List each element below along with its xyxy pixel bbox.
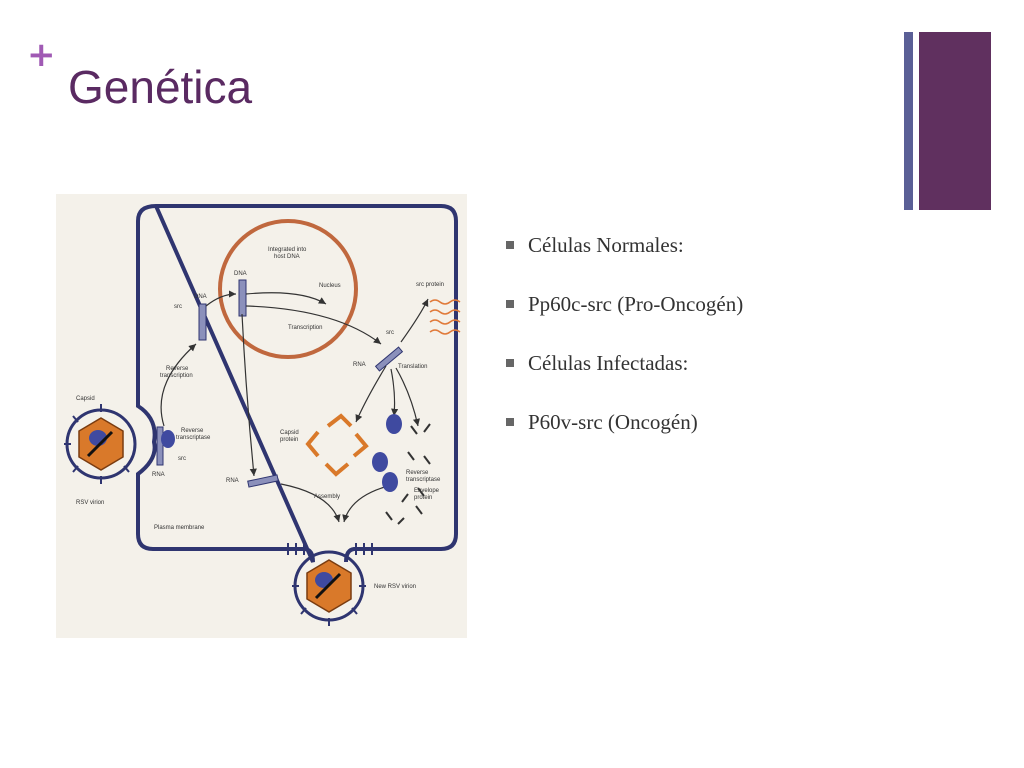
label-dna-top: DNA bbox=[234, 271, 247, 277]
label-rna-low: RNA bbox=[152, 472, 165, 478]
rsv-virion-new bbox=[292, 550, 366, 626]
label-rna-bottom: RNA bbox=[226, 478, 239, 484]
dna-strand-left bbox=[198, 303, 207, 341]
label-rsv-virion: RSV virion bbox=[76, 500, 104, 506]
label-reverse-transcription-2: transcription bbox=[160, 373, 193, 379]
label-plasma-membrane: Plasma membrane bbox=[154, 525, 205, 531]
bullet-item: Pp60c-src (Pro-Oncogén) bbox=[506, 287, 743, 346]
label-capsid-protein-2: protein bbox=[280, 437, 298, 443]
pathway-arrows bbox=[160, 290, 429, 523]
label-rna-mid: RNA bbox=[353, 362, 366, 368]
label-new-rsv-virion: New RSV virion bbox=[374, 584, 416, 590]
bullet-square-icon bbox=[506, 418, 514, 426]
bullet-item: P60v-src (Oncogén) bbox=[506, 405, 743, 464]
envelope-protein-dashes bbox=[385, 423, 431, 525]
rna-strand-mid bbox=[374, 346, 404, 372]
label-integrated-1: Integrated into bbox=[268, 247, 307, 253]
label-reverse-transcriptase-mid-2: transcriptase bbox=[176, 435, 211, 441]
rsv-lifecycle-svg: Integrated into host DNA Nucleus DNA DNA… bbox=[64, 203, 461, 626]
cell-membrane bbox=[136, 203, 458, 563]
bullet-list: Células Normales: Pp60c-src (Pro-Oncogén… bbox=[506, 228, 743, 464]
dna-strand-nucleus bbox=[238, 279, 247, 317]
label-envelope-protein-1: Envelope bbox=[414, 488, 440, 494]
label-assembly: Assembly bbox=[314, 494, 340, 500]
rna-strand-low bbox=[156, 426, 164, 466]
label-nucleus: Nucleus bbox=[319, 283, 341, 289]
accent-bar-thin bbox=[904, 32, 913, 210]
label-capsid-virion: Capsid bbox=[76, 396, 95, 402]
label-src-left: src bbox=[174, 304, 182, 310]
label-src-right: src bbox=[386, 330, 394, 336]
label-translation: Translation bbox=[398, 364, 427, 370]
label-dna-left: DNA bbox=[194, 294, 207, 300]
label-capsid-protein-1: Capsid bbox=[280, 430, 299, 436]
label-src-mid: src bbox=[178, 456, 186, 462]
rsv-lifecycle-diagram: Integrated into host DNA Nucleus DNA DNA… bbox=[56, 194, 467, 638]
bullet-text: Células Infectadas: bbox=[528, 351, 689, 375]
bullet-item: Células Normales: bbox=[506, 228, 743, 287]
label-reverse-transcription-1: Reverse bbox=[166, 366, 189, 372]
reverse-transcriptase-ovals bbox=[161, 414, 402, 492]
label-integrated-2: host DNA bbox=[274, 254, 300, 260]
bullet-text: Pp60c-src (Pro-Oncogén) bbox=[528, 292, 744, 316]
nucleus bbox=[218, 219, 358, 359]
bullet-square-icon bbox=[506, 359, 514, 367]
label-src-protein: src protein bbox=[416, 282, 444, 288]
bullet-item: Células Infectadas: bbox=[506, 346, 743, 405]
membrane-receptors bbox=[287, 543, 373, 555]
label-reverse-transcriptase-right-1: Reverse bbox=[406, 470, 429, 476]
src-protein-waves bbox=[429, 299, 461, 335]
capsid-protein-shapes bbox=[305, 413, 369, 477]
label-envelope-protein-2: protein bbox=[414, 495, 432, 501]
bullet-square-icon bbox=[506, 241, 514, 249]
bullet-text: P60v-src (Oncogén) bbox=[528, 410, 698, 434]
rna-strand-bottom bbox=[247, 474, 279, 488]
label-reverse-transcriptase-right-2: transcriptase bbox=[406, 477, 441, 483]
label-reverse-transcriptase-mid-1: Reverse bbox=[181, 428, 204, 434]
plus-icon: + bbox=[27, 35, 56, 75]
bullet-square-icon bbox=[506, 300, 514, 308]
slide-title: Genética bbox=[68, 61, 253, 113]
rsv-virion-left bbox=[64, 404, 137, 484]
label-transcription: Transcription bbox=[288, 325, 322, 331]
bullet-text: Células Normales: bbox=[528, 233, 684, 257]
accent-bar-thick bbox=[919, 32, 991, 210]
